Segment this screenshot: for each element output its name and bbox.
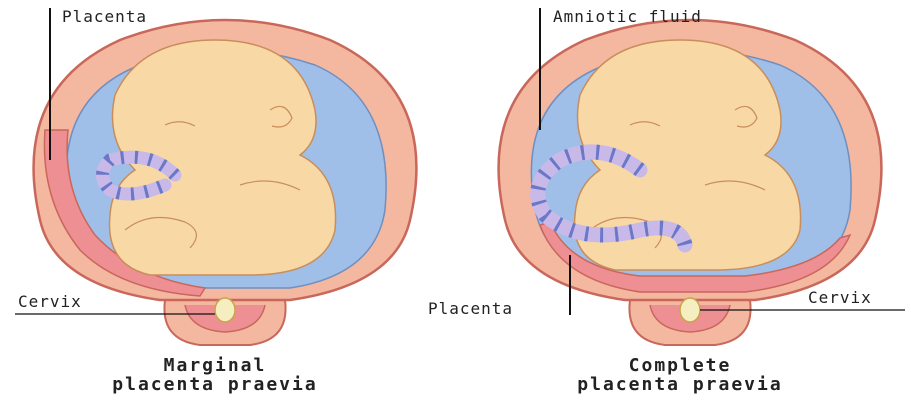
right-caption-line2: placenta praevia xyxy=(577,374,782,395)
left-caption-line2: placenta praevia xyxy=(112,374,317,395)
right-caption-line1: Complete xyxy=(629,355,732,376)
left-caption-line1: Marginal xyxy=(164,355,267,376)
right-amniotic-fluid-label: Amniotic fluid xyxy=(553,7,702,26)
right-placenta-label: Placenta xyxy=(428,299,513,318)
left-uterus-illustration xyxy=(34,20,417,345)
right-cervix-plug xyxy=(680,298,700,322)
left-cervix-label: Cervix xyxy=(18,292,82,311)
right-cervix-label: Cervix xyxy=(808,288,872,307)
left-placenta-label: Placenta xyxy=(62,7,147,26)
left-cervix-plug xyxy=(215,298,235,322)
